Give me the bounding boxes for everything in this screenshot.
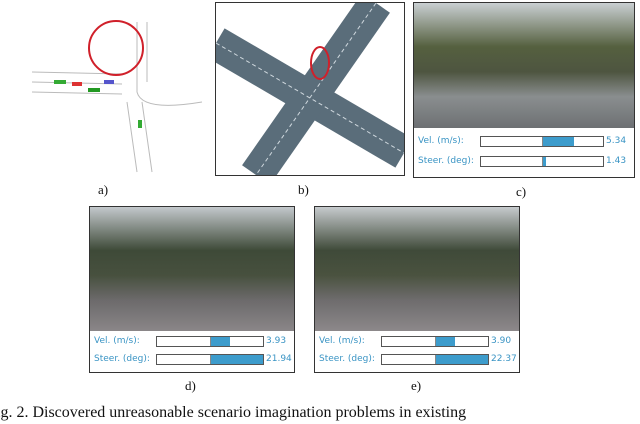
steer-value: 22.37 [491, 354, 517, 364]
panel-c-camera: Vel. (m/s): 5.34 Steer. (deg): 1.43 [413, 2, 635, 178]
figure-caption: ig. 2. Discovered unreasonable scenario … [0, 404, 467, 421]
bar-fill [542, 156, 546, 166]
vel-label: Vel. (m/s): [418, 136, 464, 146]
camera-image [315, 207, 519, 331]
camera-image [414, 3, 634, 128]
steer-bar [381, 353, 489, 365]
bar-fill [435, 354, 488, 364]
camera-image [90, 207, 294, 331]
vel-bar [480, 135, 604, 147]
panel-label: e) [411, 378, 422, 393]
steer-value: 1.43 [606, 156, 627, 166]
vel-bar [156, 335, 264, 347]
panel-b-map [207, 0, 413, 185]
panel-e-camera: Vel. (m/s): 3.90 Steer. (deg): 22.37 [314, 206, 520, 373]
panel-label: b) [298, 182, 309, 197]
bar-fill [210, 354, 263, 364]
bar-fill [542, 136, 574, 146]
intersection-map-a [31, 20, 203, 173]
vel-label: Vel. (m/s): [319, 336, 365, 346]
vel-label: Vel. (m/s): [94, 336, 140, 346]
panel-label: c) [516, 184, 527, 199]
vel-value: 5.34 [606, 136, 627, 146]
steer-bar [480, 155, 604, 167]
bar-fill [435, 336, 456, 346]
vel-bar [381, 335, 489, 347]
steer-value: 21.94 [266, 354, 292, 364]
panel-d-camera: Vel. (m/s): 3.93 Steer. (deg): 21.94 [89, 206, 295, 373]
steer-label: Steer. (deg): [319, 354, 375, 364]
vel-value: 3.93 [266, 336, 287, 346]
highlight-ellipse [310, 46, 330, 80]
intersection-map-b [207, 0, 413, 185]
bar-fill [210, 336, 231, 346]
panel-label: a) [98, 182, 109, 197]
panel-a-map [12, 2, 206, 176]
vel-value: 3.90 [491, 336, 512, 346]
steer-bar [156, 353, 264, 365]
highlight-circle [88, 20, 144, 76]
panel-label: d) [185, 378, 196, 393]
steer-label: Steer. (deg): [418, 156, 474, 166]
steer-label: Steer. (deg): [94, 354, 150, 364]
